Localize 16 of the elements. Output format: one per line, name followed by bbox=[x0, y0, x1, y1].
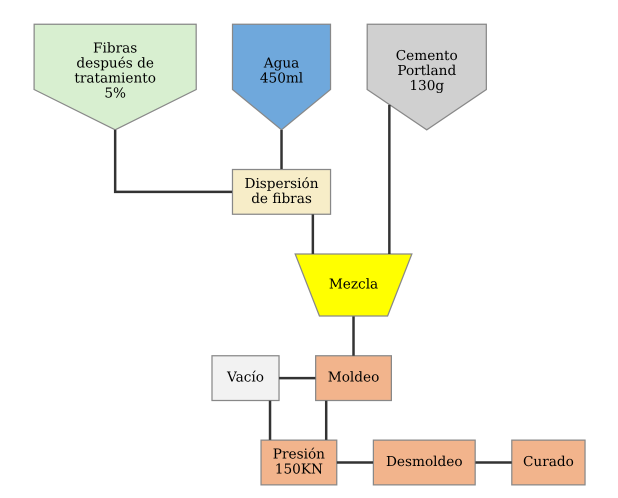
connector bbox=[311, 214, 314, 254]
connector bbox=[388, 104, 390, 254]
connector bbox=[280, 130, 282, 170]
connector bbox=[268, 400, 271, 440]
node-box: Vacío bbox=[210, 355, 280, 402]
connector bbox=[324, 400, 327, 440]
node-box: Dispersión de fibras bbox=[231, 168, 331, 215]
node-box: Curado bbox=[510, 440, 586, 486]
connector bbox=[278, 376, 315, 380]
connector bbox=[113, 130, 232, 194]
node-box: Presión 150KN bbox=[260, 440, 337, 486]
node-box: Moldeo bbox=[314, 355, 392, 402]
connector bbox=[474, 461, 512, 464]
node-box: Desmoldeo bbox=[372, 440, 476, 486]
connector bbox=[336, 461, 373, 464]
connector bbox=[352, 316, 354, 356]
